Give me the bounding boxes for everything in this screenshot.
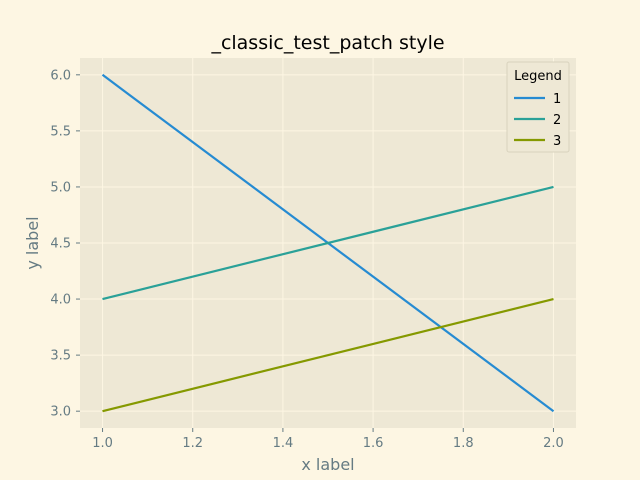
legend-label-2: 2 [553, 113, 561, 128]
x-tick-label: 1.4 [273, 436, 294, 451]
x-tick-label: 1.6 [363, 436, 384, 451]
y-tick-label: 3.0 [50, 405, 71, 420]
x-axis-label: x label [301, 455, 354, 474]
x-tick-label: 2.0 [543, 436, 564, 451]
legend-title: Legend [514, 69, 562, 84]
y-tick-label: 3.5 [50, 349, 71, 364]
y-tick-label: 5.5 [50, 124, 71, 139]
x-tick-label: 1.0 [92, 436, 113, 451]
series-lines [101, 73, 555, 413]
legend-box [506, 61, 570, 153]
y-tick-label: 6.0 [50, 68, 71, 83]
legend-items: 1 2 3 [514, 92, 561, 149]
legend-label-3: 3 [553, 134, 561, 149]
legend: Legend 1 2 3 [506, 61, 570, 153]
y-tick-label: 5.0 [50, 180, 71, 195]
y-axis-ticks: 3.0 3.5 4.0 4.5 5.0 5.5 6.0 [50, 68, 80, 420]
x-tick-label: 1.8 [453, 436, 474, 451]
y-tick-label: 4.0 [50, 293, 71, 308]
y-tick-label: 4.5 [50, 237, 71, 252]
legend-label-1: 1 [553, 92, 561, 107]
x-axis-ticks: 1.0 1.2 1.4 1.6 1.8 2.0 [92, 428, 564, 451]
chart-title: _classic_test_patch style [210, 32, 444, 54]
series-line-2 [102, 185, 554, 301]
series-line-3 [102, 298, 554, 413]
x-tick-label: 1.2 [182, 436, 203, 451]
y-axis-label: y label [23, 216, 42, 269]
